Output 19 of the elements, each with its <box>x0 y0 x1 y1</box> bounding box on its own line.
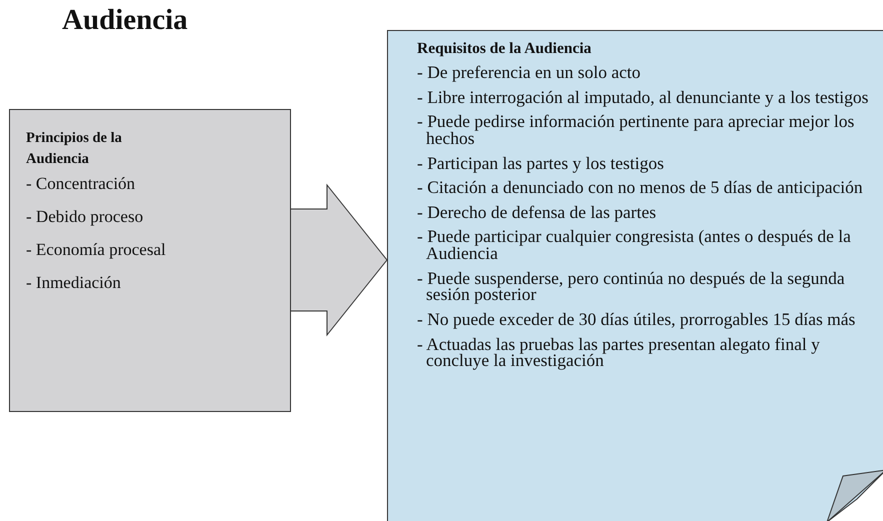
list-item: - Libre interrogación al imputado, al denunciante y a los testigos <box>417 88 870 106</box>
list-item: - Concentración <box>26 174 136 194</box>
list-item: - Puede suspenderse, pero continúa no después de la segunda sesión posterior <box>417 270 846 303</box>
block-arrow <box>290 184 388 336</box>
list-item: - Derecho de defensa de las partes <box>417 204 658 220</box>
list-item: - Puede pedirse información pertinente para apreciar mejor los hechos <box>417 113 856 146</box>
heading: Principios de la Audiencia <box>26 129 123 170</box>
heading: Requisitos de la Audiencia <box>417 40 592 58</box>
list-item: - De preferencia en un solo acto <box>417 64 642 81</box>
list-item: - Debido proceso <box>26 207 144 228</box>
list-item: - Participan las partes y los testigos <box>417 154 665 172</box>
requirements-note <box>387 30 883 521</box>
list-item: - Puede participar cualquier congresista (antes o después de la Audiencia <box>417 228 852 262</box>
list-item: - Inmediación <box>26 273 122 294</box>
list-item: - Citación a denunciado con no menos de 5 días de anticipación <box>417 179 864 196</box>
title: Audiencia <box>62 4 188 37</box>
list-item: - Actuadas las pruebas las partes presentan alegato final y concluye la investigación <box>417 336 821 369</box>
list-item: - Economía procesal <box>26 240 167 260</box>
list-item: - No puede exceder de 30 días útiles, prorrogables 15 días más <box>417 310 856 328</box>
